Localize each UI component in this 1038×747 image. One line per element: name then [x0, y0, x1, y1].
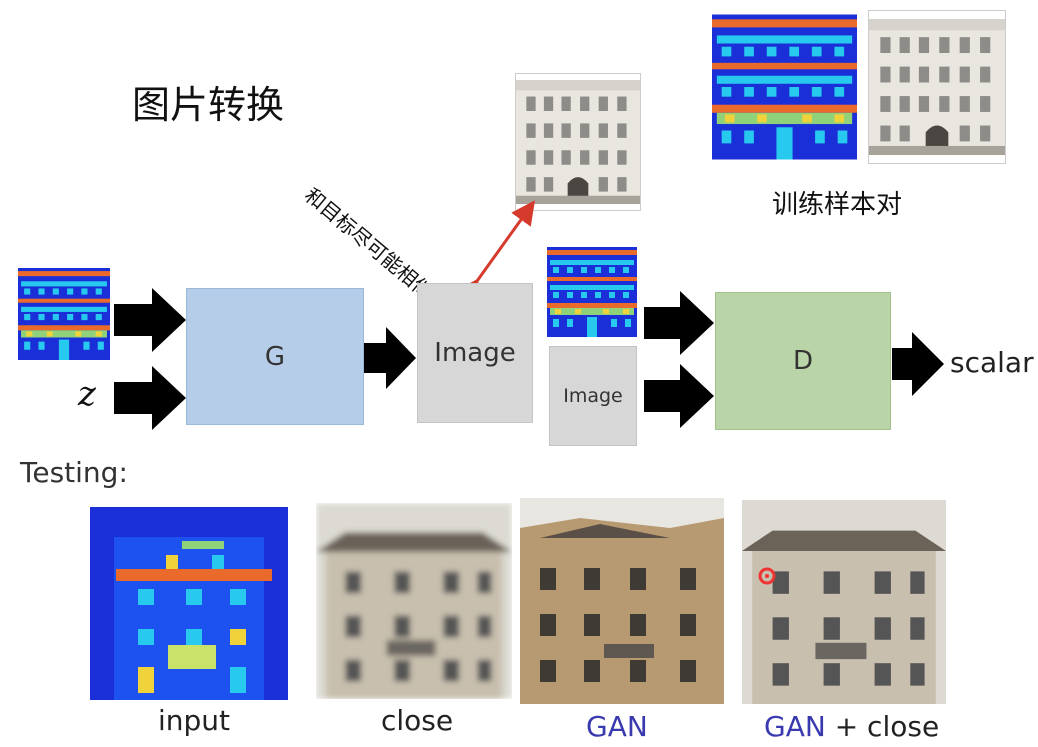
similarity-arrow [460, 200, 535, 300]
discriminator-box: D [715, 292, 891, 430]
training-pair-label: 训练样本对 [772, 190, 903, 220]
test-input-image [90, 507, 288, 700]
page-title: 图片转换 [132, 83, 285, 127]
test-label-close-part: + close [825, 710, 940, 743]
d-input-image-box: Image [549, 346, 637, 446]
arrow-g-to-image [364, 327, 416, 389]
test-label-close: close [381, 704, 454, 737]
test-gan-close-image [742, 500, 946, 704]
arrow-z-to-g [114, 366, 186, 430]
test-label-gan-part: GAN [764, 710, 826, 743]
discriminator-label: D [792, 346, 814, 376]
arrow-label-to-d [644, 291, 714, 355]
test-label-input: input [158, 704, 231, 737]
input-label-map [18, 268, 110, 360]
arrow-input-to-g [114, 288, 186, 352]
training-photo [868, 10, 1006, 164]
arrow-d-to-scalar [892, 332, 944, 396]
test-gan-image [520, 498, 724, 704]
target-photo [515, 73, 641, 211]
arrow-image-to-d [644, 364, 714, 428]
scalar-label: scalar [950, 346, 1034, 379]
test-label-gan-close: GAN + close [764, 710, 939, 743]
test-close-image [316, 503, 512, 699]
generator-label: G [264, 341, 286, 372]
noise-z-label: z [78, 374, 96, 414]
generated-image-box: Image [417, 283, 533, 423]
generator-box: G [186, 288, 364, 425]
generated-image-label: Image [434, 338, 516, 368]
testing-label: Testing: [20, 456, 128, 489]
test-label-gan: GAN [586, 710, 648, 743]
d-input-image-label: Image [563, 385, 623, 407]
training-label-map [712, 14, 857, 160]
d-input-label-map [547, 247, 637, 337]
